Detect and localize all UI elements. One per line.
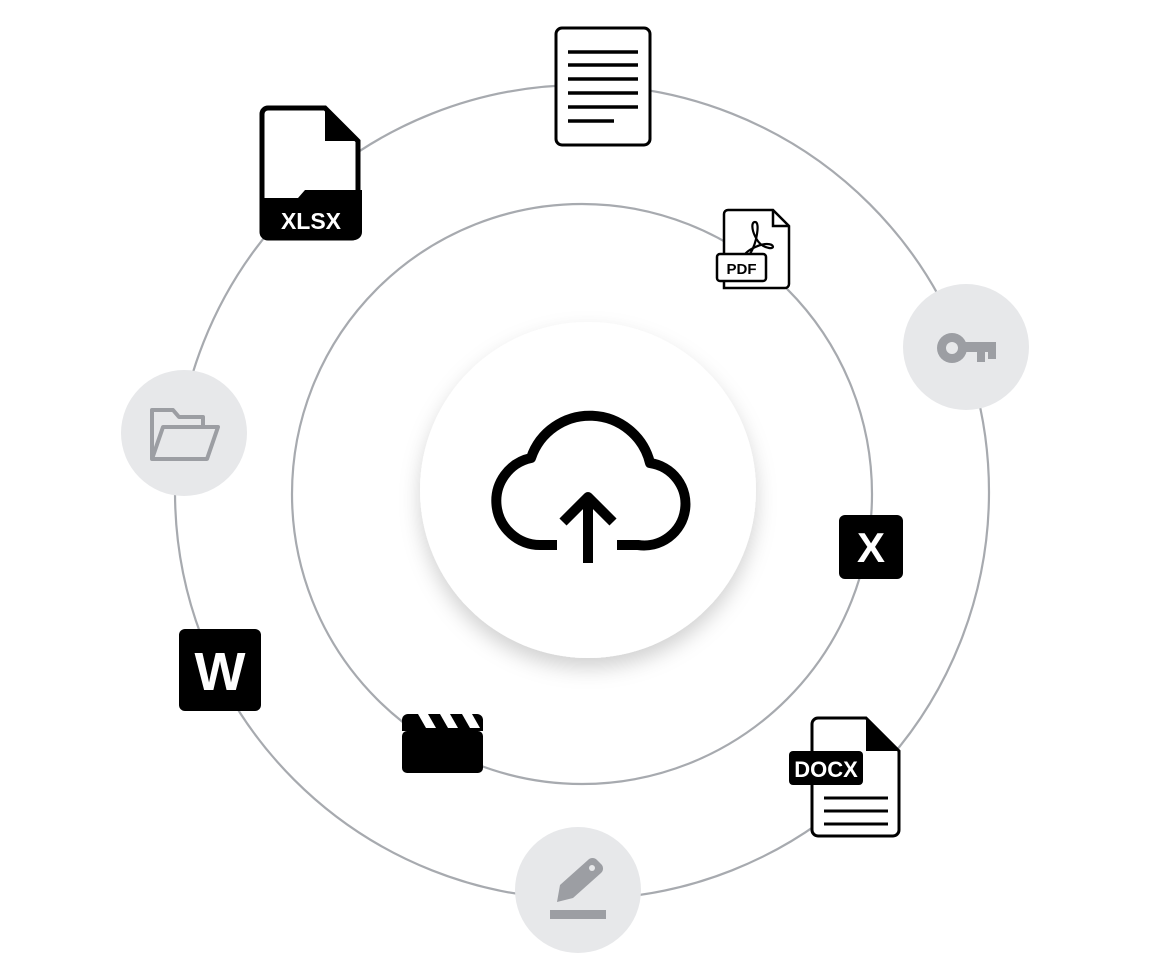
inner-orbit-ring bbox=[290, 202, 874, 786]
video-clapperboard-icon[interactable] bbox=[402, 714, 483, 773]
docx-label: DOCX bbox=[794, 757, 858, 782]
folder-open-icon[interactable] bbox=[121, 370, 247, 496]
cloud-upload-icon bbox=[491, 410, 691, 563]
xlsx-file-icon[interactable]: XLSX bbox=[259, 105, 362, 241]
center-upload-button[interactable] bbox=[420, 322, 756, 658]
word-w-label: W bbox=[195, 642, 246, 702]
text-document-icon[interactable] bbox=[554, 26, 652, 147]
excel-x-label: X bbox=[857, 524, 885, 571]
pdf-label: PDF bbox=[727, 261, 757, 278]
excel-x-icon[interactable]: X bbox=[839, 515, 903, 579]
pdf-file-icon[interactable]: PDF bbox=[715, 208, 791, 290]
key-icon[interactable] bbox=[903, 284, 1029, 410]
word-w-icon[interactable]: W bbox=[179, 629, 261, 711]
docx-file-icon[interactable]: DOCX bbox=[789, 716, 901, 838]
xlsx-label: XLSX bbox=[281, 208, 342, 234]
edit-pen-icon[interactable] bbox=[515, 827, 641, 953]
